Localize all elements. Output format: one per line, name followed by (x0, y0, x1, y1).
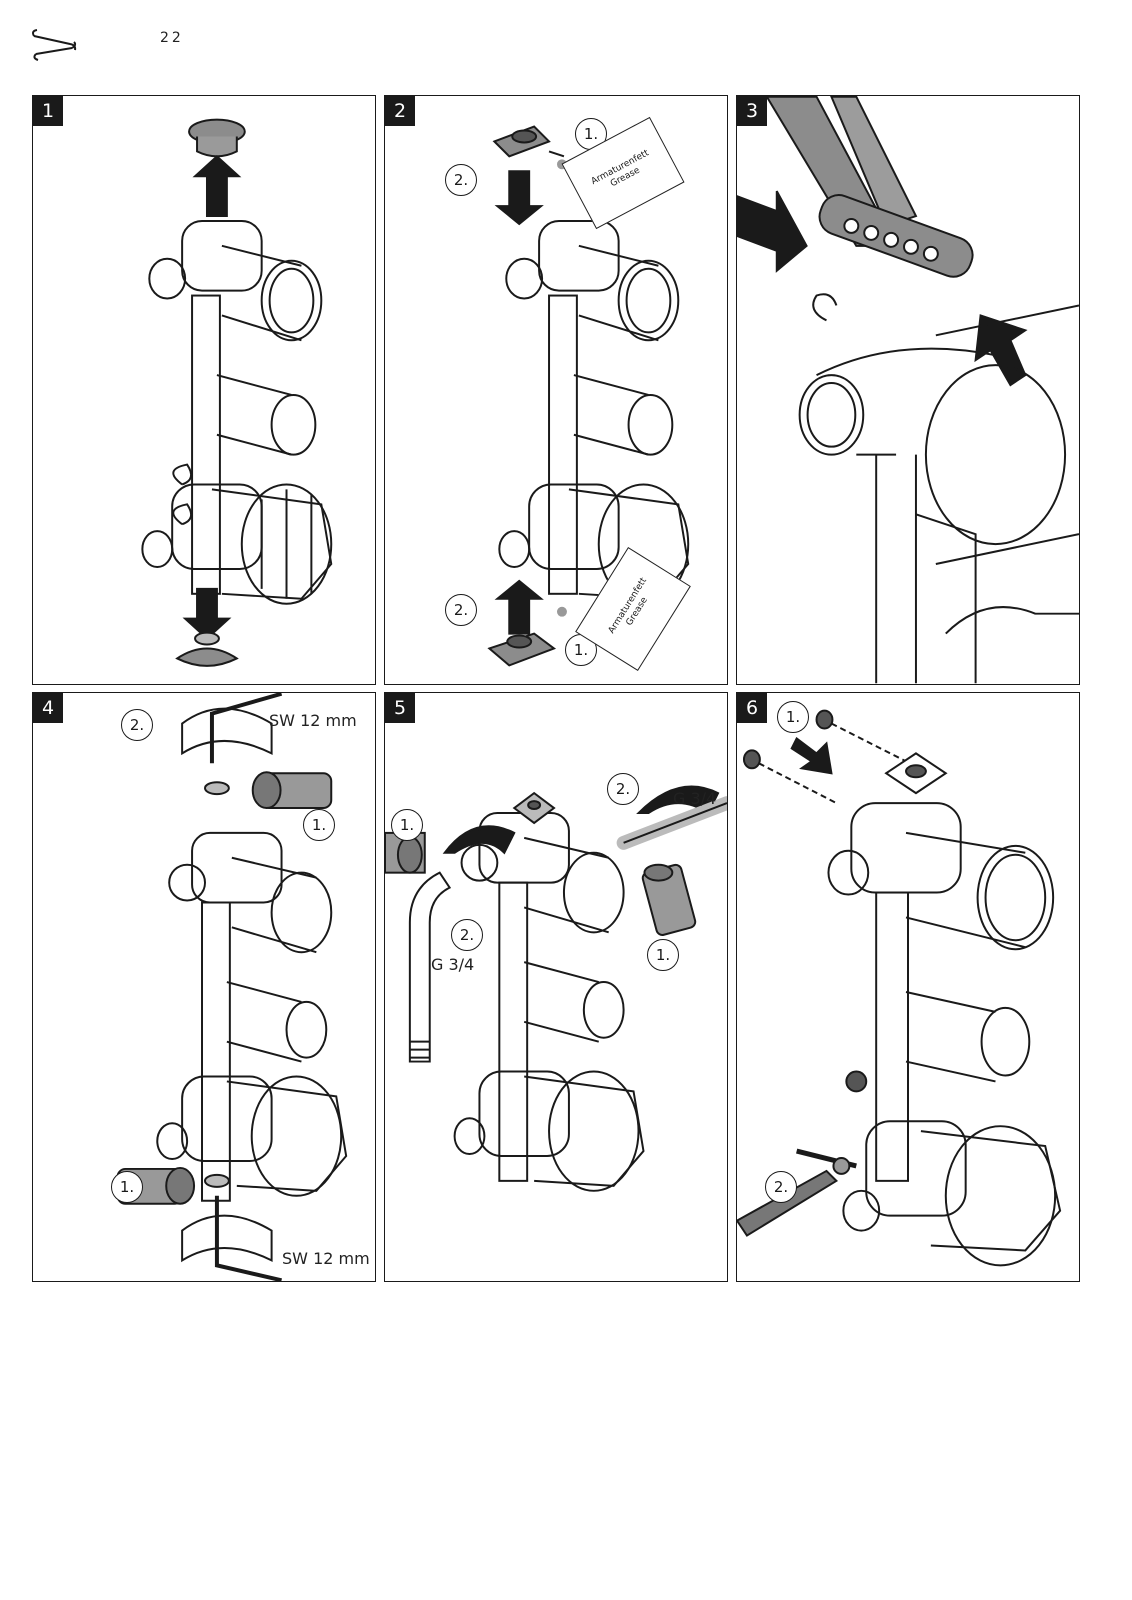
step-panel-4: 4 2. 1. 1. SW 12 mm SW 12 m (32, 692, 376, 1282)
callout-marker: 2. (445, 594, 477, 626)
callout-marker: 1. (391, 809, 423, 841)
step-number-badge: 5 (385, 693, 415, 723)
step-panel-6: 6 1. 2. (736, 692, 1080, 1282)
step-panel-2: 2 1. 2. 2. 1. Armature (384, 95, 728, 685)
wrench-size-label: SW 12 mm (282, 1249, 370, 1268)
step-panel-1: 1 (32, 95, 376, 685)
step-number-badge: 4 (33, 693, 63, 723)
callout-marker: 2. (445, 164, 477, 196)
step-number-badge: 3 (737, 96, 767, 126)
step-number-badge: 1 (33, 96, 63, 126)
callout-marker: 1. (111, 1171, 143, 1203)
valve-mounting-illustration (737, 709, 1062, 1267)
step-panel-5: 5 1. 2. 2. 1. (384, 692, 728, 1282)
callout-marker: 2. (121, 709, 153, 741)
callout-marker: 1. (303, 809, 335, 841)
pipe-connection-illustration (385, 785, 727, 1192)
step-number-badge: 6 (737, 693, 767, 723)
thread-size-label: G 3/4 (673, 789, 717, 808)
valve-plug-illustration (116, 693, 348, 1281)
callout-marker: 1. (647, 939, 679, 971)
wrench-tightening-illustration (737, 96, 1079, 684)
thread-size-label: G 3/4 (431, 955, 475, 974)
step-number-badge: 2 (385, 96, 415, 126)
valve-illustration (141, 118, 333, 667)
callout-marker: 2. (451, 919, 483, 951)
wrench-icon (32, 29, 77, 61)
callout-marker: 1. (777, 701, 809, 733)
page-number: 22 (160, 30, 184, 46)
callout-marker: 2. (765, 1171, 797, 1203)
step-panel-3: 3 (736, 95, 1080, 685)
callout-marker: 2. (607, 773, 639, 805)
wrench-size-label: SW 12 mm (269, 711, 357, 730)
